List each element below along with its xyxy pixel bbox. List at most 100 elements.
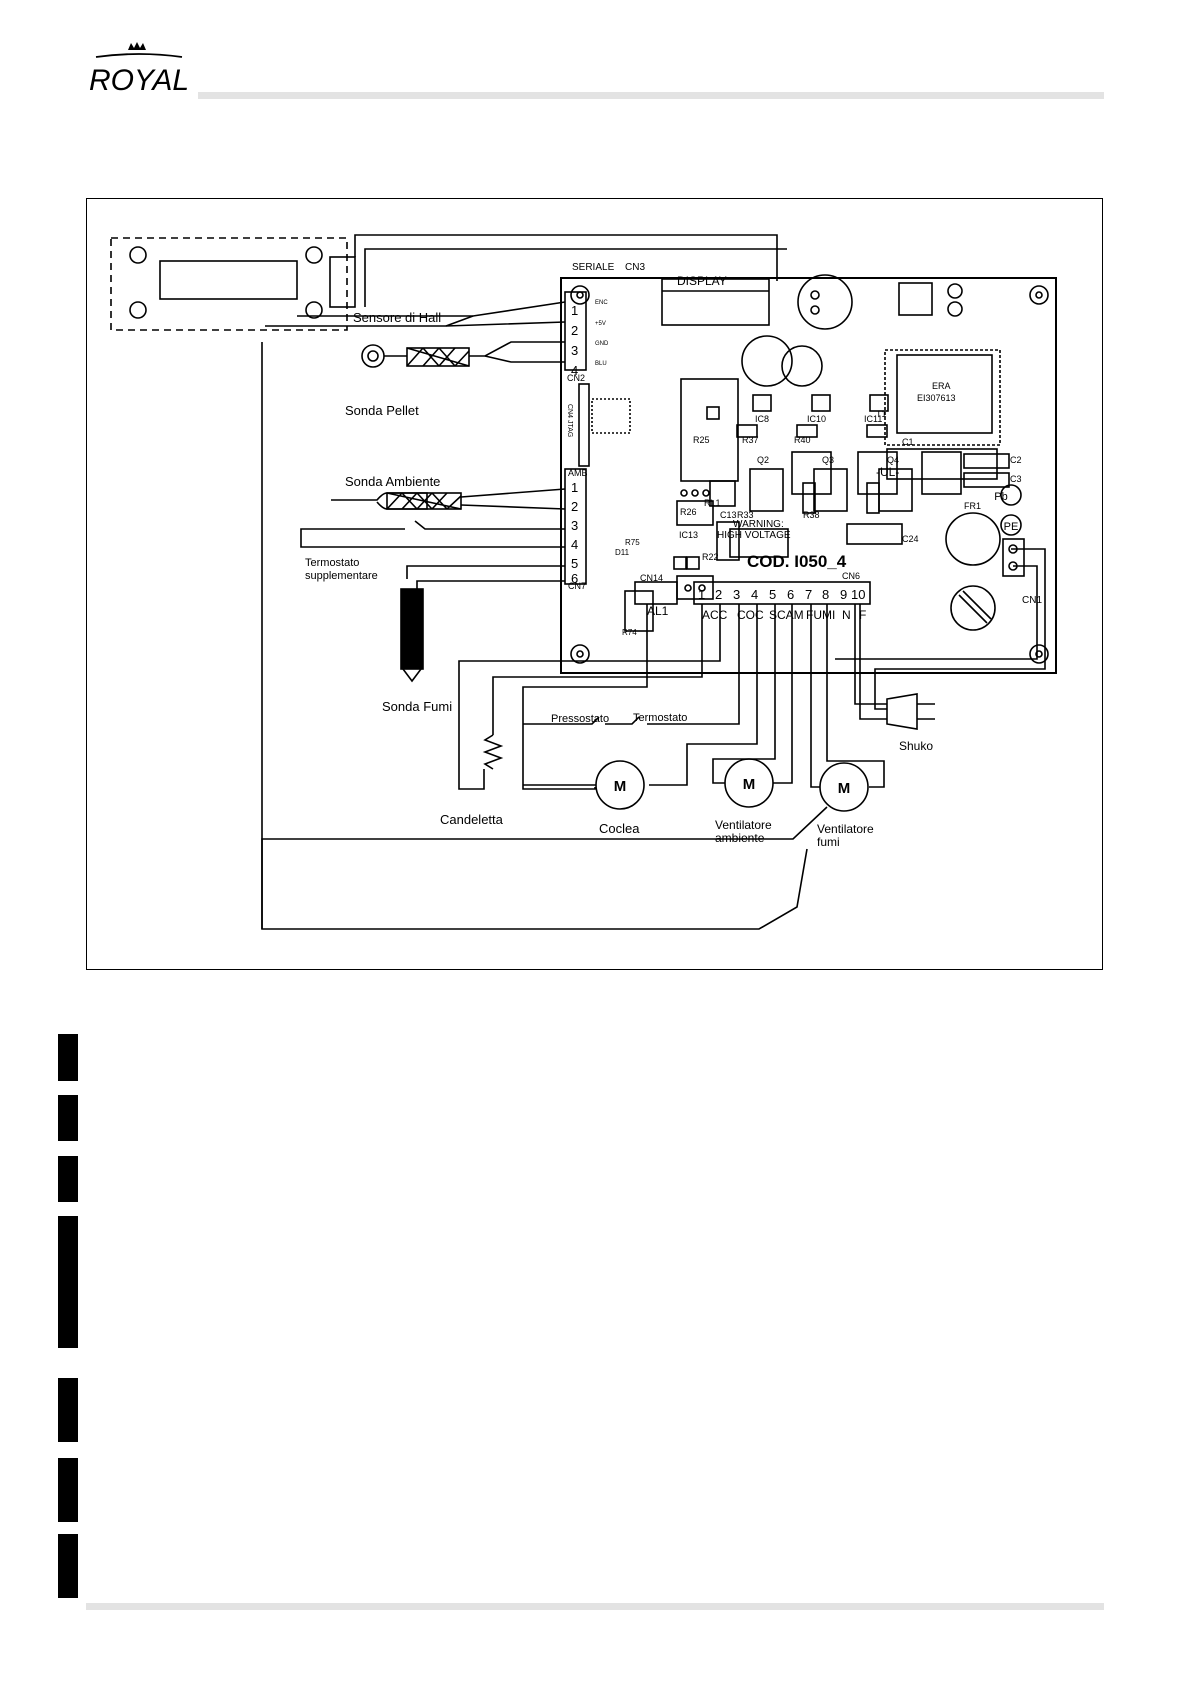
- board-cn2-label: CN2: [567, 373, 585, 383]
- label-glow-plug: Candeletta: [440, 812, 504, 827]
- board-ic10-label: IC10: [807, 414, 826, 424]
- glow-plug: [458, 604, 721, 790]
- cn7-pin: 3: [571, 518, 578, 533]
- label-flue-probe: Sonda Fumi: [382, 699, 452, 714]
- label-hall-sensor: Sensore di Hall: [353, 310, 441, 325]
- cn6-group-fumi: FUMI: [806, 608, 835, 622]
- transformer-label: ERA: [932, 381, 951, 391]
- cn2-signal: GND: [595, 341, 609, 347]
- side-tab: [58, 1534, 78, 1598]
- control-board: [560, 274, 1057, 674]
- board-c13-label: C13: [720, 510, 737, 520]
- hall-sensor-wiring: [261, 301, 808, 930]
- board-jtag-label: CN4 JTAG: [566, 404, 573, 437]
- footer-rule: [86, 1603, 1104, 1610]
- cn6-group-acc: ACC: [702, 608, 728, 622]
- board-q4-label: Q4: [887, 455, 899, 465]
- board-amb-label: AMB: [568, 468, 588, 478]
- cn6-pin: 8: [822, 587, 829, 602]
- transformer-code: EI307613: [917, 393, 956, 403]
- board-q2-label: Q2: [757, 455, 769, 465]
- side-tab: [58, 1378, 78, 1442]
- room-probe: [331, 488, 566, 510]
- board-cn1-label: CN1: [1022, 595, 1042, 606]
- cn6-group-scam: SCAM: [769, 608, 804, 622]
- label-pellet-probe: Sonda Pellet: [345, 403, 419, 418]
- cn2-pin: 1: [571, 303, 578, 318]
- board-r33-label: R33: [737, 510, 754, 520]
- wiring-diagram: SERIALE CN3 DISPLAY CN2 CN7 AMB CN14 AL1…: [86, 198, 1103, 970]
- shuko-plug: [835, 548, 1046, 730]
- cn6-pin: 6: [787, 587, 794, 602]
- board-r40-label: R40: [794, 435, 811, 445]
- board-ic13-label: IC13: [679, 530, 698, 540]
- side-tab: [58, 1034, 78, 1081]
- label-room-probe: Sonda Ambiente: [345, 474, 440, 489]
- royal-logo: ROYAL: [84, 40, 194, 102]
- side-tab: [58, 1458, 78, 1522]
- board-r38-label: R38: [803, 510, 820, 520]
- board-r26-label: R26: [680, 507, 697, 517]
- board-c1-label: C1: [902, 437, 914, 447]
- cn2-pin: 4: [571, 363, 578, 378]
- cn6-pin: 4: [751, 587, 758, 602]
- cn6-pin: 9: [840, 587, 847, 602]
- auger-motor-symbol: M: [614, 778, 627, 795]
- board-ic8-label: IC8: [755, 414, 769, 424]
- board-code-label: COD. I050_4: [747, 552, 847, 571]
- label-shuko: Shuko: [899, 739, 933, 753]
- cn2-pin: 3: [571, 343, 578, 358]
- board-r75-label: R75: [625, 538, 640, 547]
- side-tab: [58, 1216, 78, 1348]
- crown-icon: [95, 42, 183, 58]
- board-high-voltage-label: HIGH VOLTAGE: [717, 530, 791, 541]
- cn7-connector: 1 2 3 4 5 6: [571, 480, 578, 586]
- label-room-fan-2: ambiente: [715, 831, 765, 845]
- label-pressure-switch: Pressostato: [551, 713, 609, 725]
- board-ic11-label: IC11: [864, 414, 882, 424]
- label-extra-thermostat-2: supplementare: [305, 570, 378, 582]
- safety-chain: [522, 604, 740, 790]
- display-module: [110, 234, 787, 331]
- cn6-pin: 3: [733, 587, 740, 602]
- board-al1-label: AL1: [647, 604, 669, 618]
- cn6-pin: 7: [805, 587, 812, 602]
- cn6-terminal-block: [634, 581, 871, 605]
- board-c24-label: C24: [902, 534, 919, 544]
- label-room-fan-1: Ventilatore: [715, 818, 772, 832]
- cn7-pin: 6: [571, 571, 578, 586]
- board-r74-label: R74: [622, 628, 637, 637]
- board-cn6-label: CN6: [842, 571, 860, 581]
- board-display-label: DISPLAY: [677, 274, 727, 288]
- board-r25-label: R25: [693, 435, 710, 445]
- pellet-probe: [361, 341, 565, 368]
- cn7-pin: 4: [571, 537, 578, 552]
- cn6-pin: 2: [715, 587, 722, 602]
- pb-mark: Pb: [994, 491, 1007, 503]
- board-fr1-label: FR1: [964, 501, 981, 511]
- label-auger: Coclea: [599, 821, 640, 836]
- side-tab: [58, 1156, 78, 1202]
- cn6-pin: 5: [769, 587, 776, 602]
- cn6-group-coc: COC: [737, 608, 764, 622]
- cn2-pin: 2: [571, 323, 578, 338]
- label-flue-fan-1: Ventilatore: [817, 822, 874, 836]
- auger-motor: [523, 604, 758, 810]
- flue-fan-motor-symbol: M: [838, 780, 851, 797]
- cn7-pin: 1: [571, 480, 578, 495]
- board-c2-label: C2: [1010, 455, 1022, 465]
- ul-mark: -UL-: [876, 465, 899, 479]
- cn7-pin: 2: [571, 499, 578, 514]
- cn2-signal: BLU: [595, 361, 607, 367]
- label-thermostat: Termostato: [633, 712, 687, 724]
- cn7-pin: 5: [571, 556, 578, 571]
- logo-wordmark: ROYAL: [89, 64, 189, 97]
- board-serial-label: SERIALE: [572, 262, 615, 273]
- label-extra-thermostat-1: Termostato: [305, 557, 359, 569]
- room-fan-motor-symbol: M: [743, 776, 756, 793]
- board-cn14-label: CN14: [640, 573, 663, 583]
- flue-fan-motor: [261, 604, 885, 929]
- cn6-group-f: F: [859, 608, 866, 622]
- extra-thermostat: [300, 520, 565, 548]
- header-rule: [198, 92, 1104, 99]
